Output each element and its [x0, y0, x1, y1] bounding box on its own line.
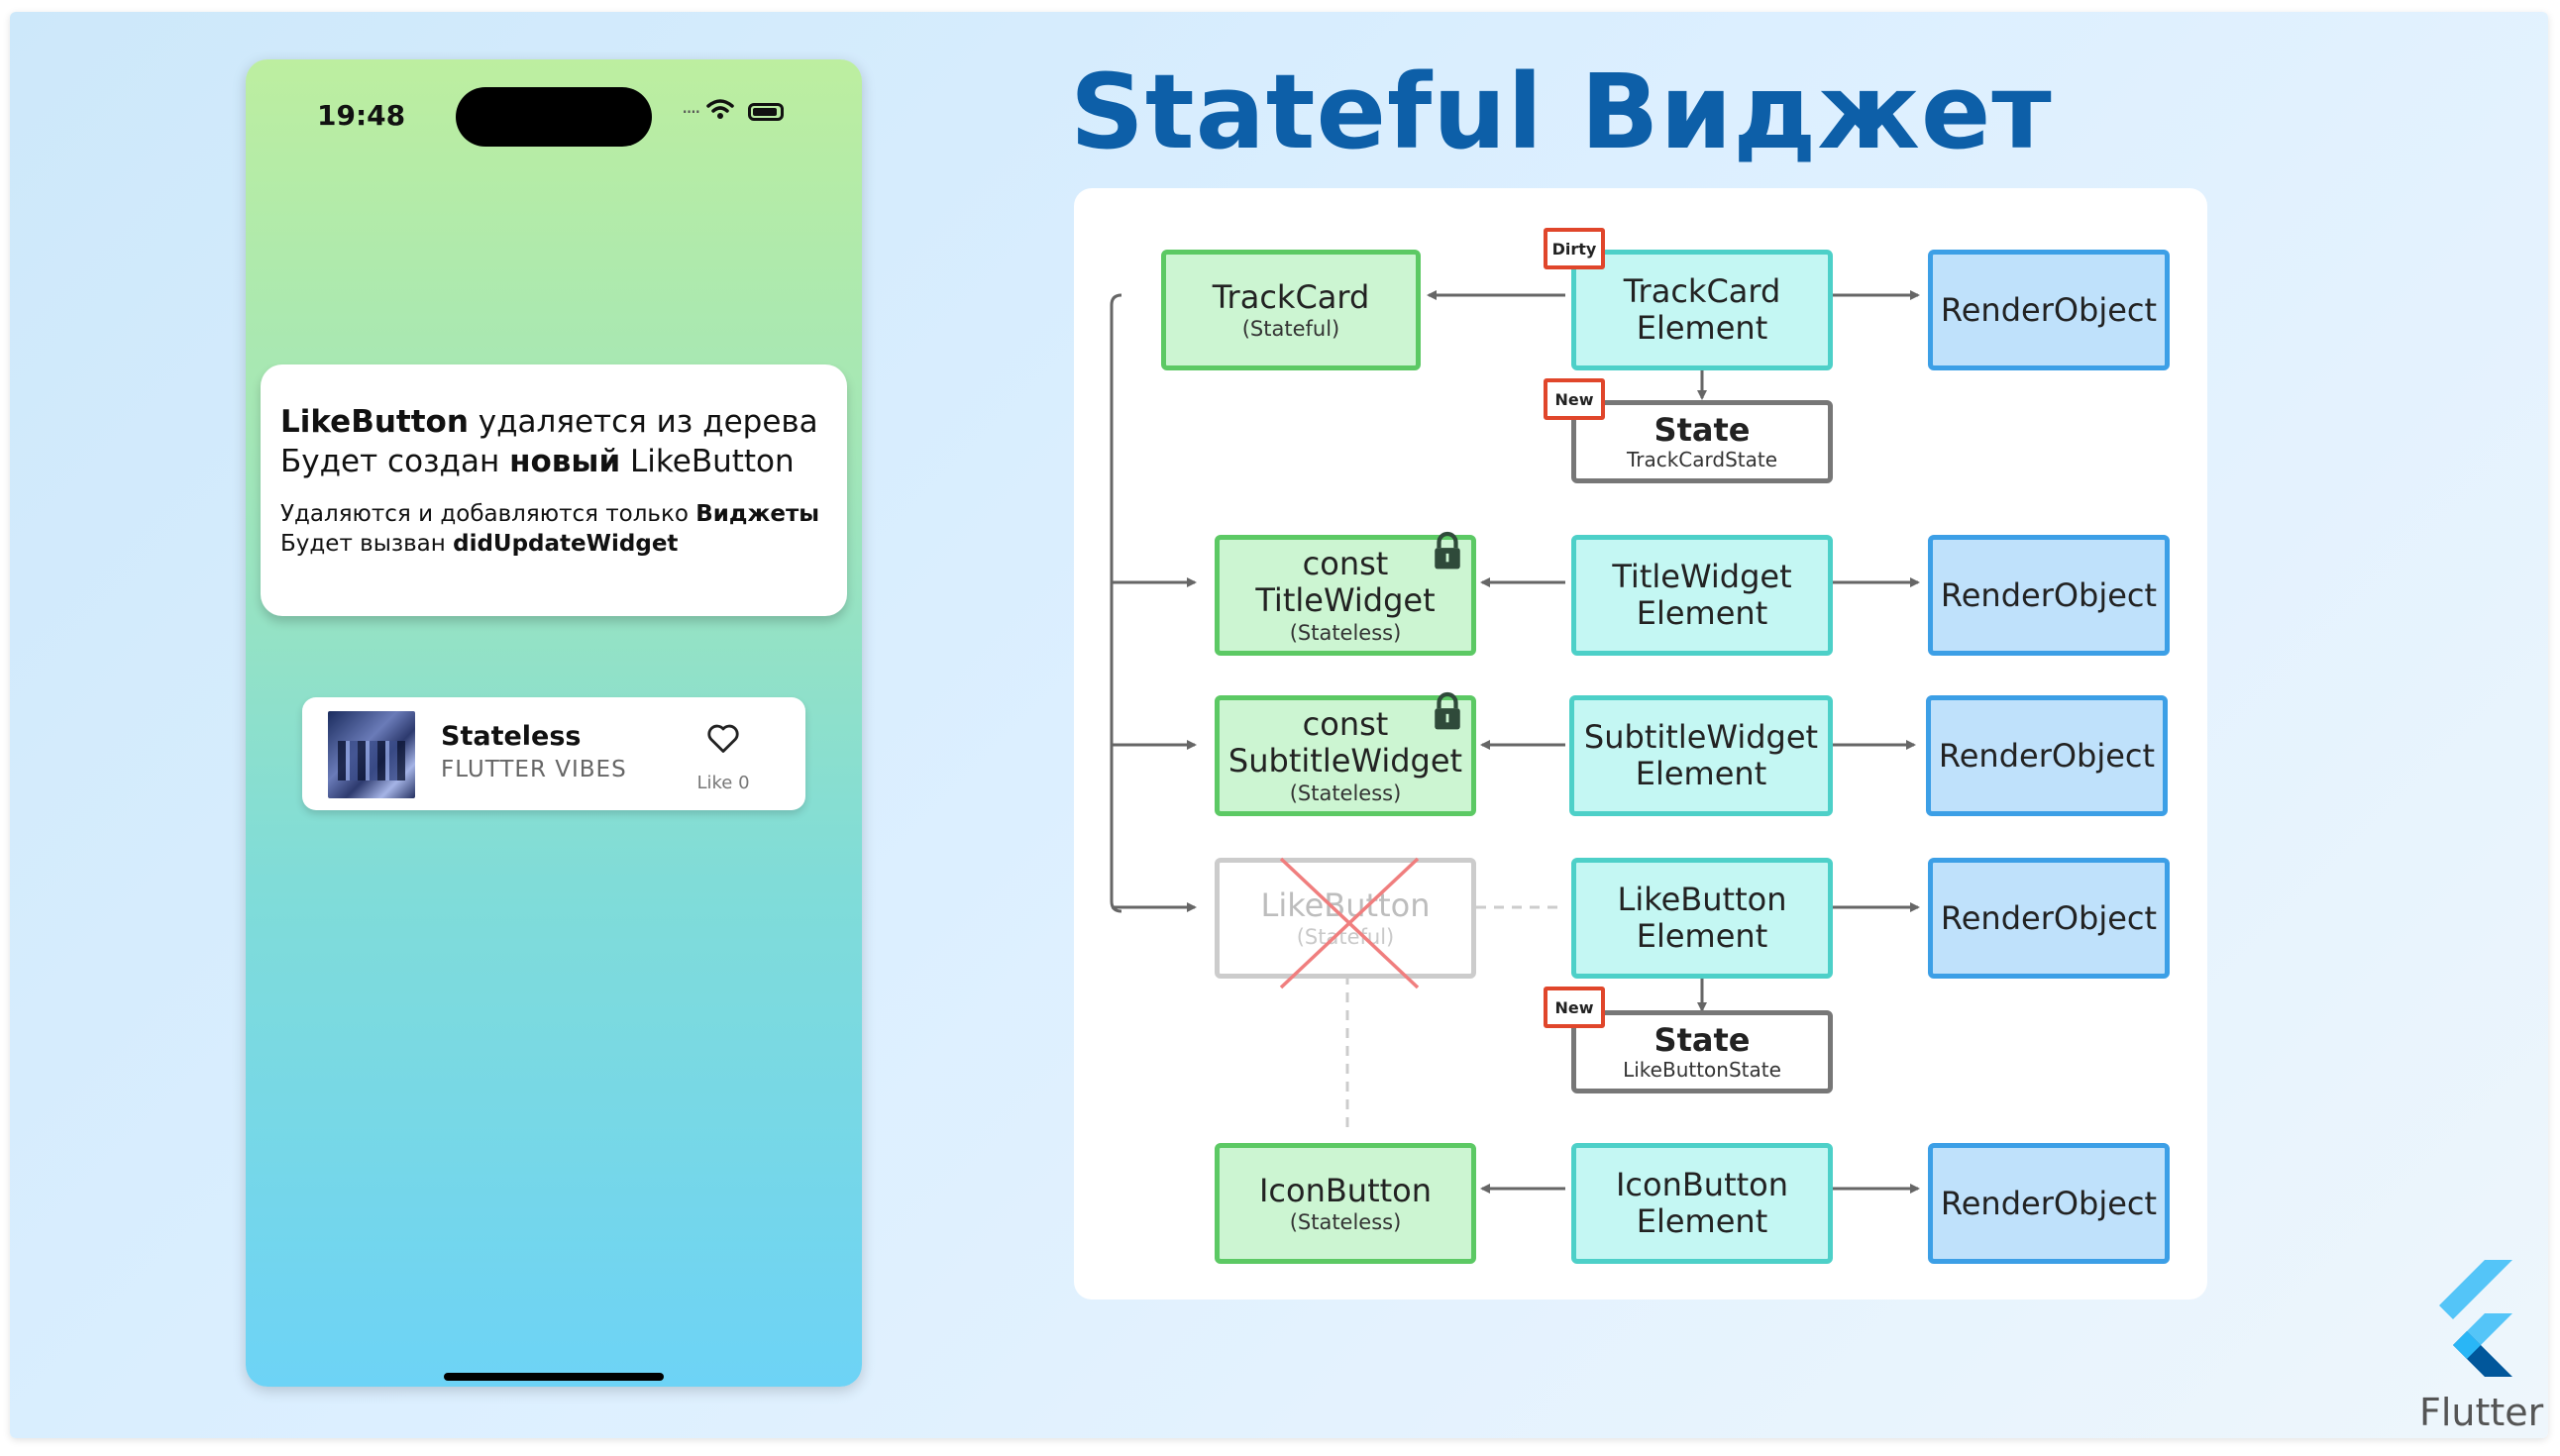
battery-icon [747, 103, 784, 121]
new-tag-1: New [1544, 378, 1605, 420]
iconbutton-element: IconButton Element [1571, 1143, 1833, 1264]
signal-icon: ···· [682, 100, 700, 124]
album-cover [328, 711, 415, 798]
removed-likebutton-widget: LikeButton (Stateful) [1215, 857, 1476, 989]
slide: 19:48 ···· LikeButton удаляется из дерев… [10, 12, 2548, 1438]
title-widget: const TitleWidget (Stateless) [1215, 535, 1476, 656]
track-card[interactable]: Stateless FLUTTER VIBES Like 0 [302, 697, 805, 810]
render-object-3: RenderObject [1926, 695, 2168, 816]
render-object-1: RenderObject [1928, 250, 2170, 370]
lock-icon [1435, 531, 1460, 570]
dirty-tag: Dirty [1544, 228, 1605, 269]
new-tag-2: New [1544, 987, 1605, 1028]
widget-tree-diagram: TrackCard (Stateful) TrackCard Element D… [1074, 188, 2207, 1300]
status-time: 19:48 [317, 99, 406, 132]
render-object-5: RenderObject [1928, 1143, 2170, 1264]
track-title: Stateless [441, 721, 582, 752]
heart-icon[interactable] [704, 719, 742, 757]
iconbutton-widget: IconButton (Stateless) [1215, 1143, 1476, 1264]
wifi-icon [706, 98, 734, 126]
track-subtitle: FLUTTER VIBES [441, 757, 627, 782]
slide-title: Stateful Виджет [1070, 52, 2053, 172]
home-indicator [444, 1373, 664, 1381]
lock-icon [1435, 691, 1460, 730]
subtitle-widget-element: SubtitleWidget Element [1569, 695, 1833, 816]
render-object-4: RenderObject [1928, 858, 2170, 979]
dynamic-island [456, 87, 652, 147]
like-count: Like 0 [696, 773, 750, 793]
info-line-3: Удаляются и добавляются только Виджеты [280, 501, 820, 527]
info-line-4: Будет вызван didUpdateWidget [280, 531, 679, 557]
likebutton-state: State LikeButtonState [1571, 1010, 1833, 1093]
info-line-1: LikeButton удаляется из дерева [280, 404, 818, 440]
title-widget-element: TitleWidget Element [1571, 535, 1833, 656]
info-card: LikeButton удаляется из дерева Будет соз… [261, 364, 847, 616]
flutter-logo-text: Flutter [2419, 1391, 2544, 1434]
info-line-2: Будет создан новый LikeButton [280, 444, 795, 479]
trackcard-widget: TrackCard (Stateful) [1161, 250, 1421, 370]
phone-screen: 19:48 ···· LikeButton удаляется из дерев… [246, 59, 862, 1387]
tree-branch-line [1110, 293, 1122, 913]
trackcard-state: State TrackCardState [1571, 400, 1833, 483]
subtitle-widget: const SubtitleWidget (Stateless) [1215, 695, 1476, 816]
flutter-logo-icon [2439, 1260, 2512, 1377]
trackcard-element: TrackCard Element [1571, 250, 1833, 370]
likebutton-element: LikeButton Element [1571, 858, 1833, 979]
removed-cross-icon [1279, 857, 1420, 989]
render-object-2: RenderObject [1928, 535, 2170, 656]
diagram-connectors [1110, 290, 1920, 1194]
status-icons: ···· [682, 97, 784, 126]
